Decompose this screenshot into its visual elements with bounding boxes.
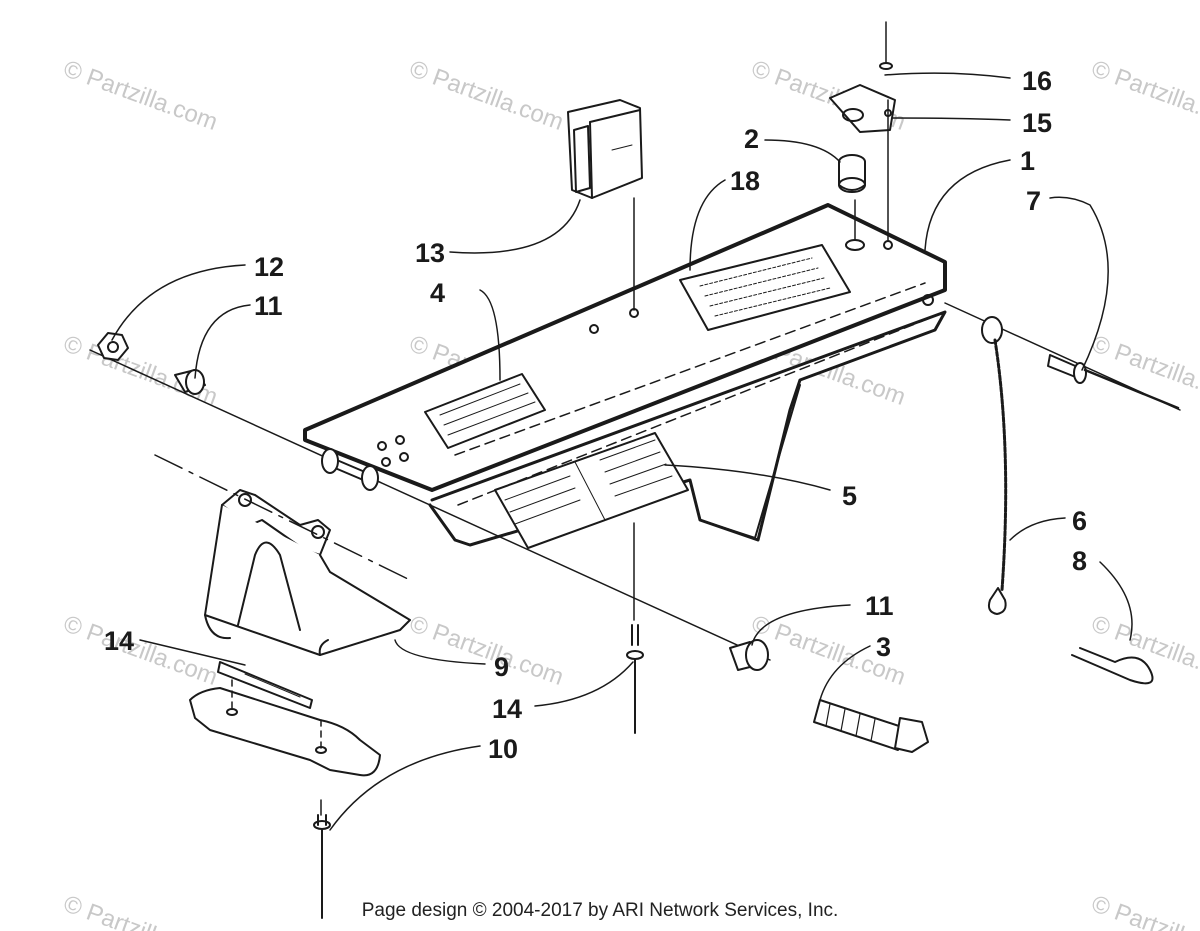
watermark: © Partzilla.com [406,610,567,691]
decal-chart [679,244,851,331]
floor-section [189,687,381,777]
callout-11-upper: 11 [254,291,283,321]
decal-clip [567,99,643,199]
bolt-axis-line [89,349,771,661]
spacer-bushing [321,448,379,491]
watermark: © Partzilla.com [60,55,221,136]
hitch-bracket [204,489,411,656]
rivet-bottom [313,799,331,919]
callout-10: 10 [488,734,518,764]
hitch-bolt [813,699,929,753]
callout-labels: 16 15 1 7 2 18 13 4 12 11 5 6 8 11 3 14 … [104,66,1087,764]
watermark: © Partzilla.com [1088,610,1200,691]
callout-1: 1 [1020,146,1035,176]
decal-caution [494,432,689,549]
washer-upper [174,369,206,395]
callout-13: 13 [415,238,445,268]
rivet-center [626,522,644,734]
tether-cable [981,316,1008,615]
callout-8: 8 [1072,546,1087,576]
callout-6: 6 [1072,506,1087,536]
callout-12: 12 [254,252,284,282]
callout-2: 2 [744,124,759,154]
callout-4: 4 [430,278,445,308]
bracket-axis-line [154,454,411,581]
lock-nut [97,332,129,361]
callout-16: 15 [1022,108,1052,138]
watermark: © Partzilla.com [406,55,567,136]
callout-3: 3 [876,632,891,662]
callout-11-lower: 11 [865,591,894,621]
watermark: © Partzilla.com [1088,55,1200,136]
callout-9: 9 [494,652,509,682]
copyright-footer: Page design © 2004-2017 by ARI Network S… [361,900,839,921]
callout-15: 14 [104,626,134,656]
rivet-top [879,21,893,70]
mount-plate [829,84,896,133]
callout-5: 5 [842,481,857,511]
callout-18: 18 [730,166,760,196]
leader-lines [111,72,1133,831]
callout-17: 16 [1022,66,1052,96]
wear-strip [217,661,313,709]
washer-lower [729,639,769,671]
callout-7: 7 [1026,186,1041,216]
watermark: © Partzilla.com [1088,330,1200,411]
watermark: © Partzilla.com [60,610,221,691]
callout-14: 14 [492,694,522,724]
grommet [838,154,866,193]
hair-pin-clip [1071,647,1154,685]
decal-warning [424,373,546,449]
